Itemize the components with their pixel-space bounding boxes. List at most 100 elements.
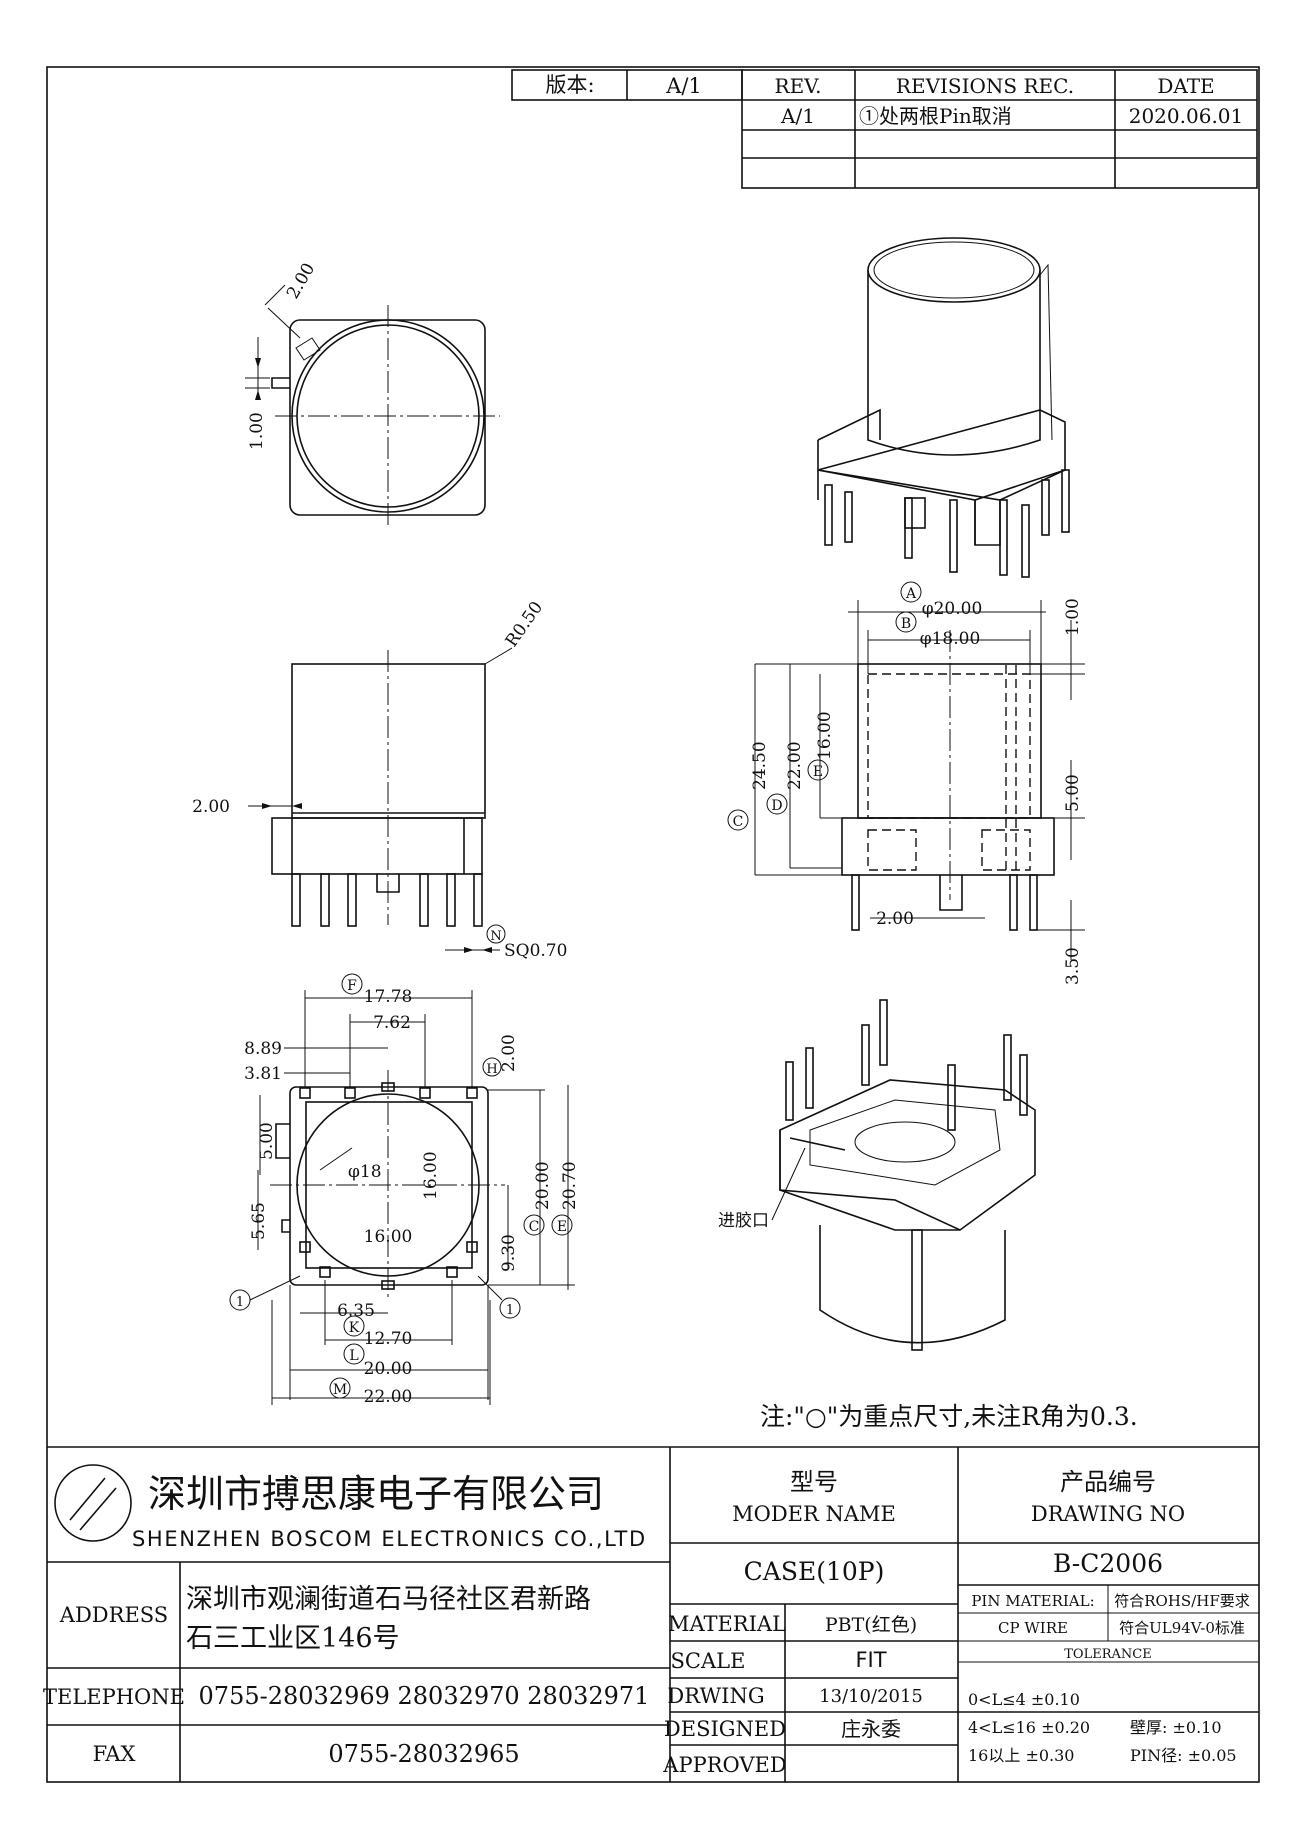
dim-pin-square: SQ0.70 bbox=[504, 941, 567, 961]
pin-material-value: 符合ROHS/HF要求 bbox=[1114, 1592, 1250, 1610]
drawing-no: B-C2006 bbox=[1053, 1549, 1163, 1578]
revision-row-record: ①处两根Pin取消 bbox=[859, 104, 1012, 128]
pin-material-label: PIN MATERIAL: bbox=[971, 1592, 1094, 1610]
material-value: PBT(红色) bbox=[825, 1614, 917, 1636]
model-label-en: MODER NAME bbox=[732, 1502, 896, 1526]
iso-view-top bbox=[817, 237, 1070, 578]
drawing-note: 注:"○"为重点尺寸,未注R角为0.3. bbox=[760, 1402, 1138, 1431]
front-pins bbox=[291, 873, 483, 927]
address-label: ADDRESS bbox=[59, 1603, 168, 1627]
tolerance-3: 16以上 ±0.30 bbox=[968, 1746, 1074, 1765]
wall-tolerance: 壁厚: ±0.10 bbox=[1130, 1718, 1222, 1737]
callout-d: D bbox=[771, 798, 782, 814]
callout-c: C bbox=[733, 814, 744, 830]
revision-row-rev: A/1 bbox=[780, 104, 815, 128]
dim-total-height: 24.50 bbox=[750, 741, 770, 790]
dim-pin-span-outer: 17.78 bbox=[364, 987, 413, 1007]
telephone-label: TELEPHONE bbox=[43, 1685, 185, 1709]
scale-value: FIT bbox=[855, 1648, 886, 1672]
approved-label: APPROVED bbox=[662, 1753, 786, 1777]
model-label-cn: 型号 bbox=[790, 1468, 838, 1496]
callout-b: B bbox=[901, 616, 911, 632]
tolerance-1: 0<L≤4 ±0.10 bbox=[968, 1690, 1080, 1709]
callout-e: E bbox=[813, 764, 823, 780]
tolerance-label: TOLERANCE bbox=[1064, 1647, 1151, 1662]
dim-body-height: 22.00 bbox=[785, 741, 805, 790]
company-name-en: SHENZHEN BOSCOM ELECTRONICS CO.,LTD bbox=[132, 1527, 647, 1551]
callout-k: K bbox=[349, 1320, 360, 1336]
drawing-no-label-cn: 产品编号 bbox=[1060, 1468, 1156, 1496]
callout-l: L bbox=[349, 1348, 358, 1364]
date-header: DATE bbox=[1157, 74, 1214, 98]
dim-front-flange: 2.00 bbox=[192, 797, 230, 817]
drawing-label: DRWING bbox=[667, 1684, 764, 1708]
side-view: A B φ20.00 φ18.00 1.00 5.00 3.50 24.50 2… bbox=[727, 581, 1085, 985]
dim-standoff: 2.00 bbox=[876, 909, 914, 929]
callout-f: F bbox=[347, 978, 357, 994]
dim-bottom-pin-outer: 12.70 bbox=[364, 1329, 413, 1349]
dim-pin-edge-offset: 2.00 bbox=[499, 1034, 519, 1072]
material-label: MATERIAL bbox=[668, 1612, 786, 1636]
iso-view-bottom: 进胶口 bbox=[718, 999, 1036, 1351]
dim-pin-row-offset: 9.30 bbox=[499, 1234, 519, 1272]
version-label: 版本: bbox=[545, 73, 594, 97]
cp-wire-value: 符合UL94V-0标准 bbox=[1119, 1619, 1245, 1637]
revision-row-date: 2020.06.01 bbox=[1129, 104, 1244, 128]
sheet-border bbox=[46, 66, 1260, 1783]
tolerance-2: 4<L≤16 ±0.20 bbox=[968, 1718, 1090, 1737]
dim-base-height: 5.00 bbox=[1063, 774, 1083, 812]
revision-table: 版本: A/1 REV. REVISIONS REC. DATE A/1 ①处两… bbox=[511, 69, 1258, 189]
dim-bottom-pin-inner: 6.35 bbox=[337, 1301, 375, 1321]
version-value: A/1 bbox=[665, 74, 702, 98]
dim-pin-offset-inner: 3.81 bbox=[244, 1064, 282, 1084]
callout-c-bottom: C bbox=[529, 1219, 540, 1235]
title-block: 深圳市搏思康电子有限公司 SHENZHEN BOSCOM ELECTRONICS… bbox=[43, 1446, 1259, 1782]
cp-wire-label: CP WIRE bbox=[998, 1619, 1068, 1637]
dim-corner-radius: R0.50 bbox=[502, 598, 547, 651]
callout-one-right: 1 bbox=[506, 1303, 514, 1318]
telephone-value: 0755-28032969 28032970 28032971 bbox=[199, 1682, 650, 1710]
dim-base-depth: 20.70 bbox=[560, 1161, 580, 1210]
fax-value: 0755-28032965 bbox=[328, 1740, 519, 1768]
callout-m: M bbox=[333, 1382, 347, 1398]
address-line-2: 石三工业区146号 bbox=[186, 1623, 400, 1654]
scale-label: SCALE bbox=[671, 1649, 746, 1673]
dim-dia-outer: φ20.00 bbox=[922, 599, 983, 619]
dim-slot-side: 5.00 bbox=[257, 1122, 277, 1160]
dim-top-slot-width: 2.00 bbox=[283, 260, 319, 303]
callout-a: A bbox=[905, 586, 917, 602]
callout-one-left: 1 bbox=[236, 1295, 244, 1310]
designer-value: 庄永委 bbox=[841, 1717, 901, 1741]
dim-dia-inner: φ18.00 bbox=[920, 629, 981, 649]
dim-hole-dia: φ18 bbox=[348, 1162, 382, 1182]
company-name-cn: 深圳市搏思康电子有限公司 bbox=[148, 1472, 604, 1516]
dim-overall-22: 22.00 bbox=[364, 1387, 413, 1407]
revisions-header: REVISIONS REC. bbox=[896, 74, 1074, 98]
callout-n: N bbox=[490, 929, 501, 944]
bottom-view: F 17.78 7.62 8.89 3.81 H 2.00 5.00 5.65 … bbox=[229, 973, 580, 1407]
company-logo bbox=[54, 1464, 132, 1542]
pin-dia-tolerance: PIN径: ±0.05 bbox=[1130, 1746, 1237, 1765]
rev-header: REV. bbox=[775, 74, 822, 98]
top-view: 2.00 1.00 bbox=[245, 260, 500, 528]
dim-pin-offset-outer: 8.89 bbox=[244, 1039, 282, 1059]
dim-inner-height: 16.00 bbox=[815, 711, 835, 760]
dim-overall-20: 20.00 bbox=[364, 1359, 413, 1379]
callout-h: H bbox=[486, 1062, 497, 1077]
address-line-1: 深圳市观澜街道石马径社区君新路 bbox=[186, 1584, 591, 1615]
drawing-date: 13/10/2015 bbox=[819, 1686, 923, 1707]
front-view: R0.50 2.00 N SQ0.70 bbox=[192, 598, 567, 961]
callout-e-bottom: E bbox=[557, 1219, 567, 1235]
dim-bottom-pin-gap: 5.65 bbox=[249, 1202, 269, 1240]
dim-inner-square-v: 16.00 bbox=[421, 1151, 441, 1200]
model-name: CASE(10P) bbox=[744, 1557, 885, 1586]
drawing-no-label-en: DRAWING NO bbox=[1031, 1502, 1185, 1526]
label-injection-port: 进胶口 bbox=[718, 1211, 769, 1231]
dim-top-slot-depth: 1.00 bbox=[247, 412, 267, 450]
fax-label: FAX bbox=[93, 1742, 136, 1766]
dim-pin-length: 3.50 bbox=[1063, 947, 1083, 985]
dim-top-wall: 1.00 bbox=[1063, 598, 1083, 636]
dim-base-width: 20.00 bbox=[533, 1161, 553, 1210]
dim-pin-span-inner: 7.62 bbox=[373, 1013, 411, 1033]
